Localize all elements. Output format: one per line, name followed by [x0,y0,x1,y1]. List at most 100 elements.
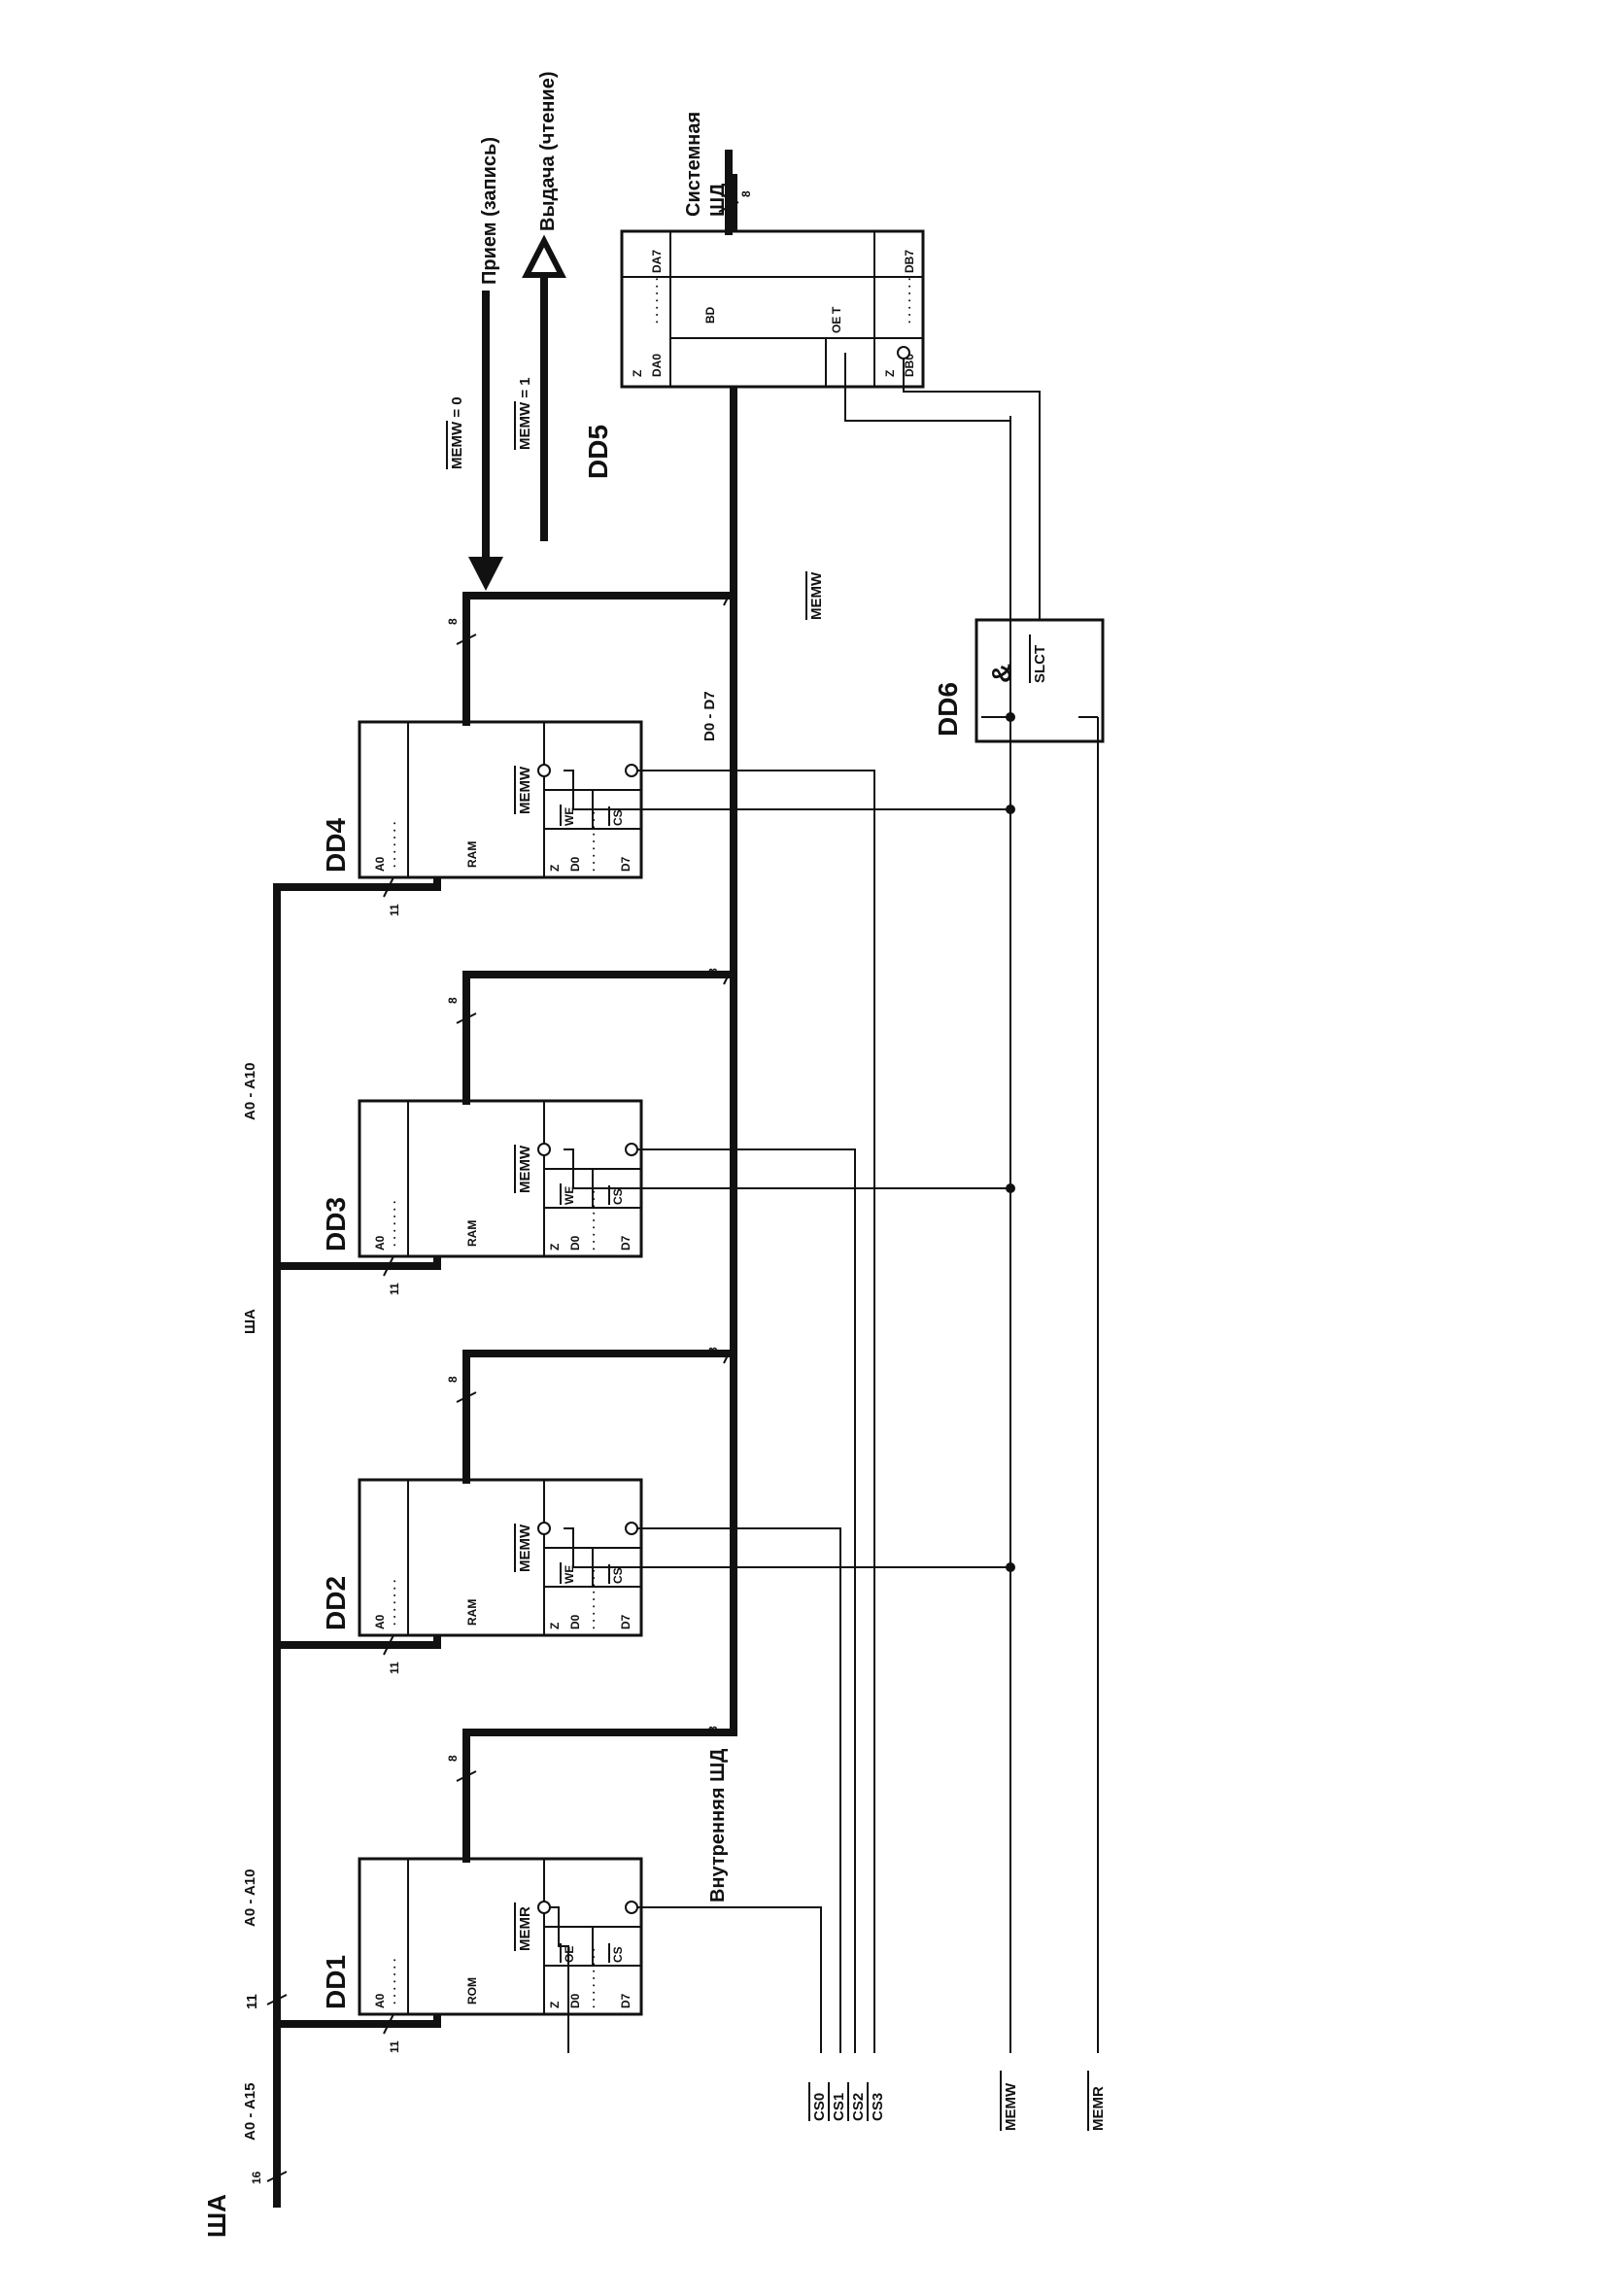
write-arrow-icon [468,557,503,591]
dd2-addr-first: A0 [373,1614,387,1629]
dd1-data-width: 8 [446,1755,460,1762]
legend-write-cond: MEMW = 0 [449,396,465,469]
legend-read-cond: MEMW = 1 [517,377,533,450]
dd6-output: SLCT [1032,645,1048,683]
system-bus-name-1: Системная [683,112,704,217]
internal-data-bus [456,174,737,1863]
internal-width-2: 8 [706,1347,720,1354]
input-cs3: CS3 [870,2093,886,2121]
dd4-ctl-signal: MEMW [517,766,533,814]
dd5-b-dots: · · · · · · · [903,277,916,324]
dd2-addr-width-a: 11 [388,1662,401,1674]
dd3-addr-first: A0 [373,1235,387,1251]
dd1-type: ROM [465,1977,479,2005]
dd5-b-last: DB7 [903,250,916,273]
chip-dd3 [358,1099,643,1258]
dd3-data-first: D0 [568,1235,582,1251]
dd4-we-bubble [537,764,551,777]
junction-dot [1006,805,1015,814]
chip-dd1 [358,1857,643,2016]
dd2-type: RAM [465,1599,479,1626]
dd2-data-dots: · · · · · · · · · [587,1568,600,1629]
dd1-data-last: D7 [619,1993,633,2008]
dd4-data-width: 8 [446,618,460,625]
address-range-ram: A0 - A10 [242,1063,258,1120]
dd2-ctl-signal: MEMW [517,1524,533,1572]
dd4-z: Z [548,865,562,872]
dd5-pin-t: T [830,306,843,314]
buffer-dd5 [620,229,925,389]
dd1-z: Z [548,2002,562,2008]
input-cs0: CS0 [811,2093,828,2121]
dd2-pin-we: WE [563,1565,576,1584]
dd3-addr-dots: · · · · · · · [388,1200,401,1247]
dd6-symbol: & [986,664,1016,683]
dd5-pin-oe: OE [830,317,843,333]
address-bus-range-in: A0 - A15 [242,2083,258,2141]
dd1-pin-cs: CS [611,1946,625,1963]
dd4-ctl-pins: WE CS [560,805,625,826]
input-memr: MEMR [1090,2086,1107,2131]
dd3-ctl-pins: WE CS [560,1183,625,1205]
dd1-oe-bubble [537,1901,551,1914]
dd1-addr-dots: · · · · · · · [388,1958,401,2005]
dd3-data-dots: · · · · · · · · · [587,1189,600,1251]
dd2-id: DD2 [321,1576,351,1630]
legend-read-text: Выдача (чтение) [537,72,559,231]
system-data-bus [718,150,739,235]
dd3-type: RAM [465,1220,479,1247]
dd2-pin-cs: CS [611,1567,625,1584]
dd4-data-last: D7 [619,856,633,872]
dd1-id: DD1 [321,1955,351,2009]
dd5-z-b: Z [883,370,897,377]
dd5-t-signal: MEMW [808,571,825,620]
dd1-addr-width-a: 11 [388,2040,401,2053]
dd2-data-last: D7 [619,1614,633,1629]
read-arrow-icon [522,234,566,278]
input-cs2: CS2 [850,2093,867,2121]
dd5-a-dots: · · · · · · · [650,277,664,324]
internal-bus-range: D0 - D7 [701,691,718,741]
dd5-z-a: Z [631,370,644,377]
dd4-addr-width-a: 11 [388,904,401,916]
input-memw: MEMW [1003,2082,1019,2131]
system-bus-name-2: ШД [707,184,729,217]
input-cs1: CS1 [831,2093,847,2121]
dd5-type: BD [703,306,717,324]
dd1-ctl-signal: MEMR [517,1906,533,1951]
dd1-data-dots: · · · · · · · · · [587,1947,600,2008]
address-bus-mid-label: ША [242,1309,258,1334]
dd3-data-width: 8 [446,997,460,1004]
dd5-id: DD5 [583,425,613,479]
dd3-pin-we: WE [563,1186,576,1205]
dd3-data-last: D7 [619,1235,633,1251]
system-bus-width: 8 [739,190,753,197]
dd4-addr-dots: · · · · · · · [388,821,401,868]
dd2-addr-dots: · · · · · · · [388,1579,401,1626]
dd4-pin-cs: CS [611,809,625,826]
dd3-cs-bubble [625,1143,638,1156]
address-bus-width: 16 [250,2171,263,2184]
junction-dot [1006,1183,1015,1193]
dd4-type: RAM [465,841,479,868]
dd5-oe-bubble [897,346,910,360]
dd2-cs-bubble [625,1522,638,1535]
dd2-data-width: 8 [446,1376,460,1383]
address-bus [266,876,441,2208]
dd1-cs-bubble [625,1901,638,1914]
dd4-cs-bubble [625,764,638,777]
junction-dot [1006,712,1015,722]
junction-dot [1006,1562,1015,1572]
dd5-a-last: DA7 [650,250,664,273]
dd2-z: Z [548,1623,562,1629]
direction-legend [468,234,566,591]
dd2-data-first: D0 [568,1614,582,1629]
chip-dd4 [358,720,643,879]
internal-bus-name: Внутренняя ШД [707,1749,729,1902]
dd4-addr-first: A0 [373,856,387,872]
address-bus-width-11: 11 [244,1994,260,2009]
chip-dd2 [358,1478,643,1637]
dd3-z: Z [548,1244,562,1251]
internal-width-3: 8 [706,968,720,975]
